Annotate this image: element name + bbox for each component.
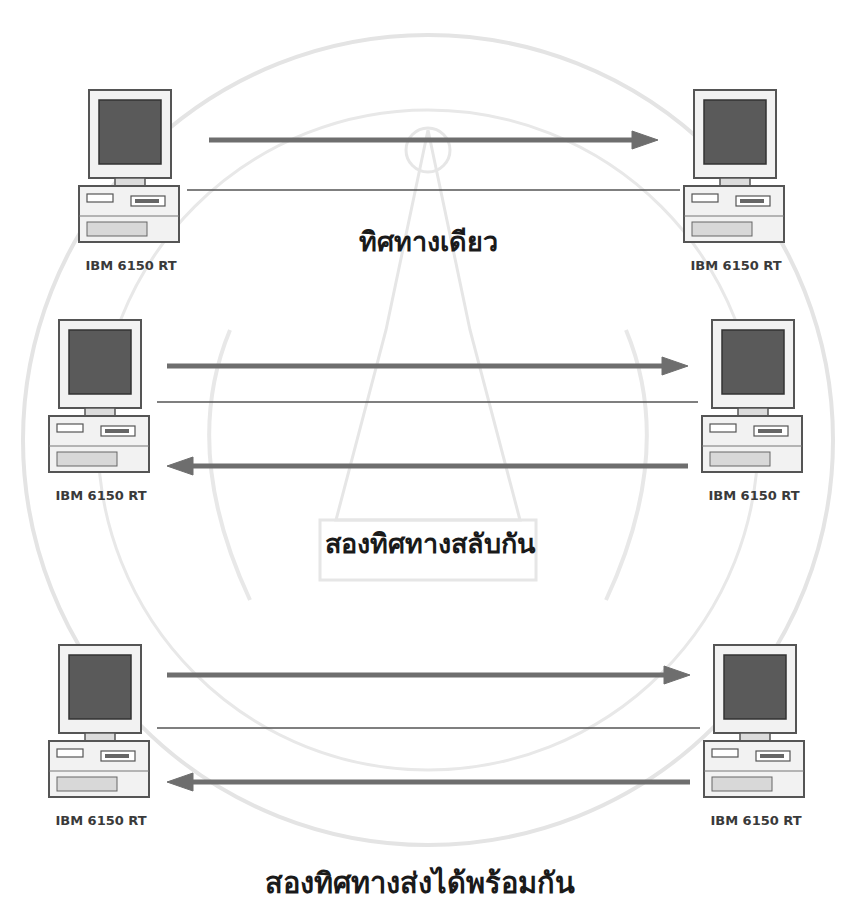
computer-label: IBM 6150 RT [31,813,171,828]
computer-icon [45,318,157,478]
mode-caption: ทิศทางเดียว [359,220,498,263]
computer-label: IBM 6150 RT [31,488,171,503]
computer-label: IBM 6150 RT [686,813,826,828]
computer-icon [45,643,157,803]
computer-node: IBM 6150 RT [680,88,792,280]
computer-icon [698,318,810,478]
link-line [187,190,680,191]
computer-node: IBM 6150 RT [45,643,157,835]
computer-node: IBM 6150 RT [75,88,187,280]
direction-arrow [209,131,658,149]
link-line [157,402,698,403]
direction-arrow [167,666,690,684]
mode-caption: สองทิศทางสลับกัน [325,522,535,565]
computer-label: IBM 6150 RT [684,488,824,503]
computer-node: IBM 6150 RT [698,318,810,510]
direction-arrow [167,773,690,791]
computer-label: IBM 6150 RT [666,258,806,273]
computer-node: IBM 6150 RT [700,643,812,835]
computer-icon [700,643,812,803]
computer-node: IBM 6150 RT [45,318,157,510]
computer-icon [680,88,792,248]
direction-arrow [167,357,688,375]
link-line [157,728,700,729]
mode-caption: สองทิศทางส่งได้พร้อมกัน [265,860,575,905]
direction-arrow [167,457,688,475]
computer-icon [75,88,187,248]
computer-label: IBM 6150 RT [61,258,201,273]
